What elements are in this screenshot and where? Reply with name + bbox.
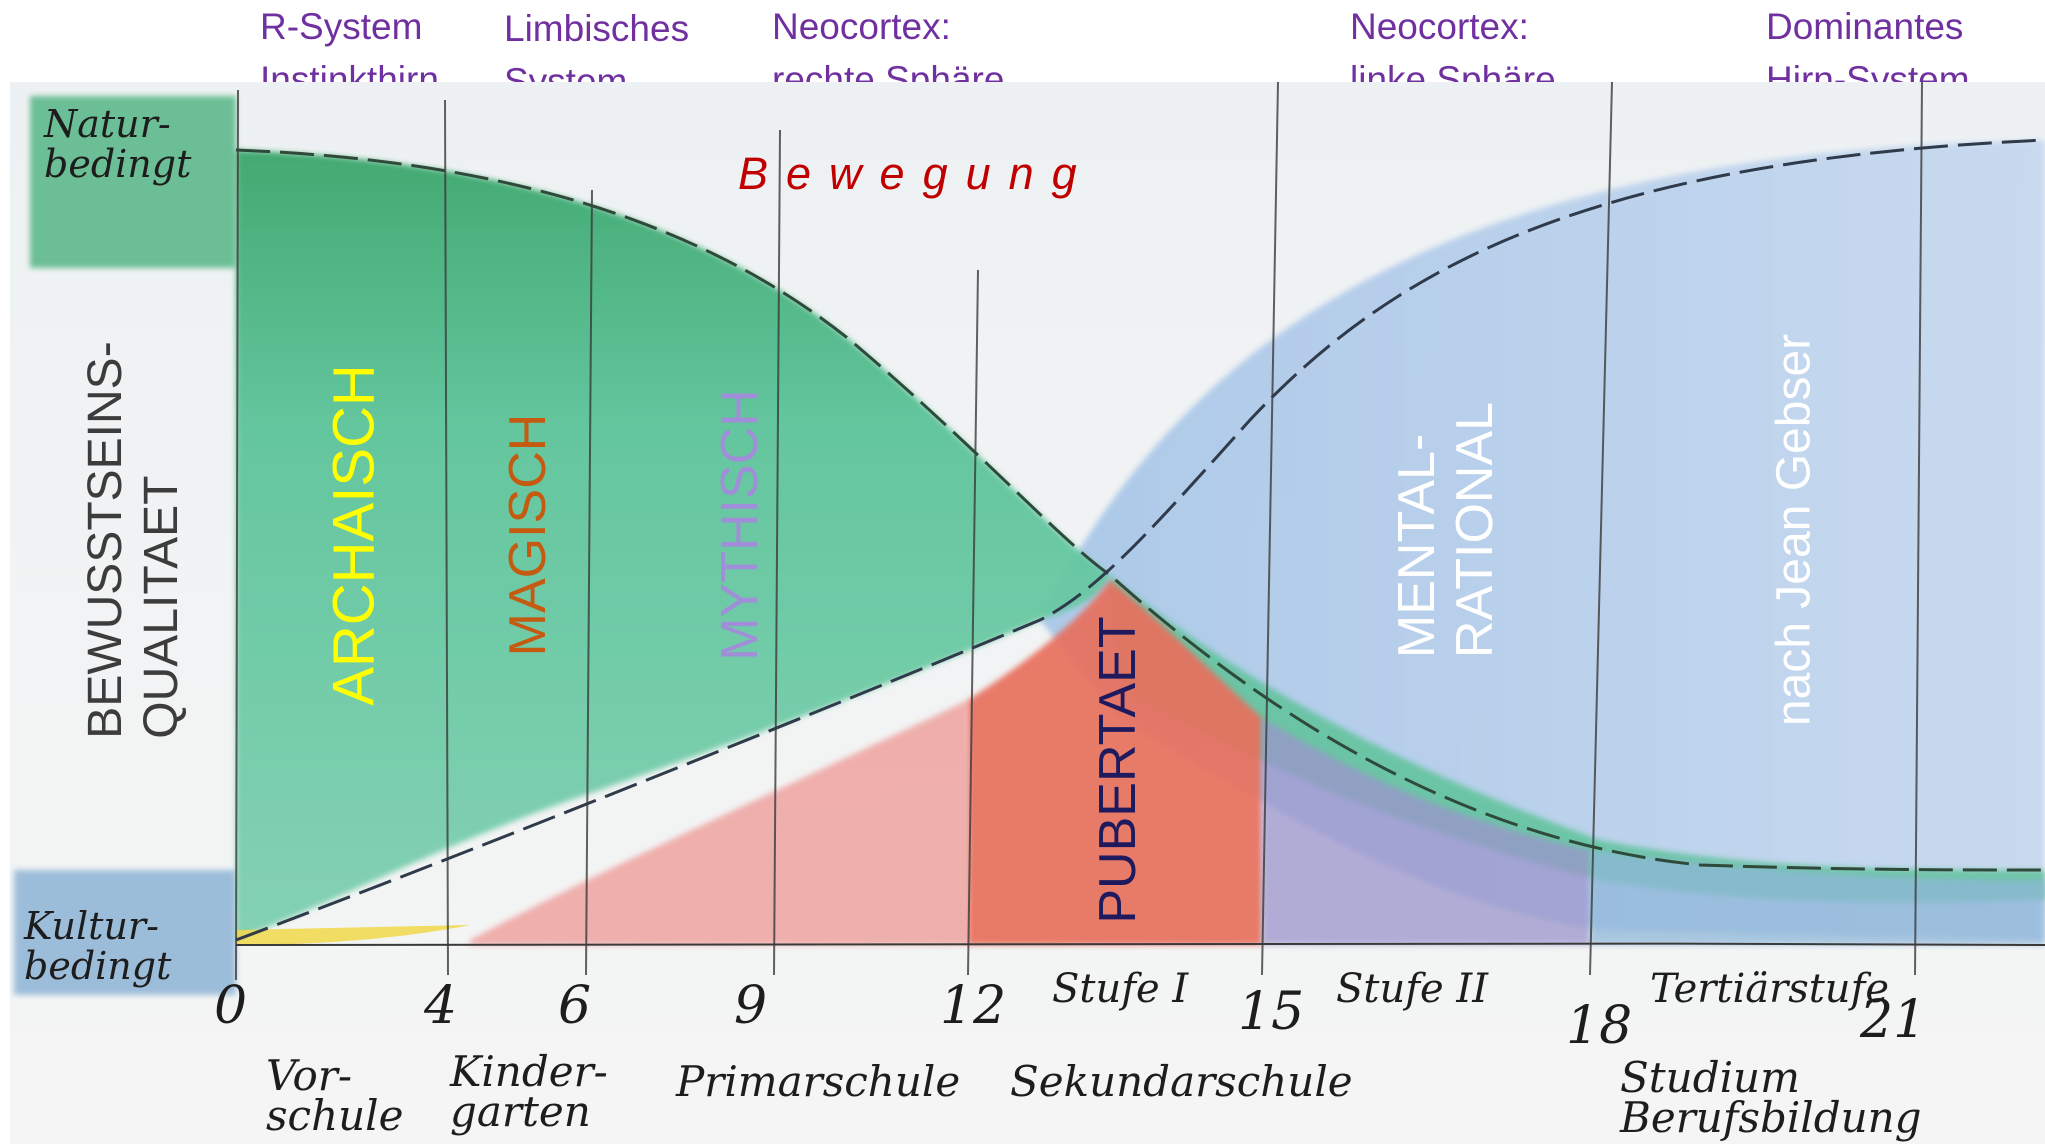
stage-mythisch: MYTHISCH (711, 389, 769, 661)
movement-label: Bewegung (738, 148, 1095, 199)
stufe-one: Stufe I (1052, 966, 1189, 1012)
yellow-strip (236, 925, 470, 945)
y-axis-title-line: QUALITAET (135, 475, 188, 739)
brain-system-label: R-System (260, 6, 423, 47)
natur-note-line: Natur- (44, 102, 171, 146)
stufe-two: Stufe II (1336, 966, 1489, 1012)
y-axis-title-line: BEWUSSTSEINS- (79, 341, 132, 739)
school-primarschule: Primarschule (676, 1057, 961, 1106)
stage-mental-line: MENTAL- (1388, 433, 1446, 659)
age-tick: 0 (214, 976, 248, 1036)
school-kindergarten: Kinder- garten (450, 1047, 608, 1136)
brain-system-r-system: R-System Instinkthirn (260, 0, 439, 106)
natur-box (30, 96, 236, 268)
kultur-note-line: Kultur- (24, 904, 159, 948)
natur-note-line: bedingt (44, 142, 192, 186)
age-tick: 21 (1860, 990, 1927, 1050)
tertiary-stage: Tertiärstufe (1650, 966, 1890, 1012)
school-line: garten (450, 1087, 591, 1136)
stage-magisch: MAGISCH (499, 413, 557, 657)
kultur-box (14, 870, 236, 995)
age-tick: 6 (558, 976, 592, 1036)
school-sekundarschule: Sekundarschule (1010, 1057, 1353, 1106)
natur-note: Natur- bedingt (44, 104, 191, 184)
puberty-red-block (968, 580, 1262, 945)
green-wash-area (236, 150, 1110, 940)
school-line: Berufsbildung (1620, 1093, 1922, 1142)
brain-system-label: Neocortex: (1350, 6, 1529, 47)
school-line: Studium (1620, 1053, 1800, 1102)
age-tick: 4 (424, 976, 458, 1036)
credit-jean-gebser: nach Jean Gebser (1767, 333, 1821, 727)
age-tick: 9 (734, 976, 768, 1036)
school-vorschule: Vor- schule (266, 1051, 404, 1140)
y-axis-title: BEWUSSTSEINS- QUALITAET (78, 341, 190, 738)
stage-archaisch: ARCHAISCH (321, 364, 387, 706)
age-grid-lines (235, 81, 1923, 981)
age-tick: 15 (1238, 982, 1305, 1042)
age-tick: 18 (1566, 996, 1633, 1056)
brain-system-label: Limbisches (504, 8, 690, 49)
school-studium: Studium Berufsbildung (1620, 1053, 1922, 1142)
brain-system-neocortex-right: Neocortex: rechte Sphäre (772, 0, 1004, 106)
stage-pubertaet: PUBERTAET (1089, 616, 1147, 924)
kultur-note-line: bedingt (24, 944, 172, 988)
brain-system-label: Neocortex: (772, 6, 951, 47)
stage-mental-rational: MENTAL- RATIONAL (1388, 402, 1504, 658)
kultur-note: Kultur- bedingt (24, 906, 171, 986)
blue-bottom-wash (1590, 850, 2045, 945)
purple-wash-area (1262, 718, 1590, 945)
pink-wash-area (470, 700, 968, 945)
school-line: schule (266, 1091, 404, 1140)
brain-system-label: Dominantes (1766, 6, 1964, 47)
blue-curve-dashed (235, 138, 2045, 942)
school-line: Kinder- (450, 1047, 608, 1096)
school-line: Vor- (266, 1051, 353, 1100)
stage-mental-line: RATIONAL (1446, 401, 1504, 659)
age-tick: 12 (940, 976, 1007, 1036)
green-curve-dashed (235, 148, 2045, 872)
